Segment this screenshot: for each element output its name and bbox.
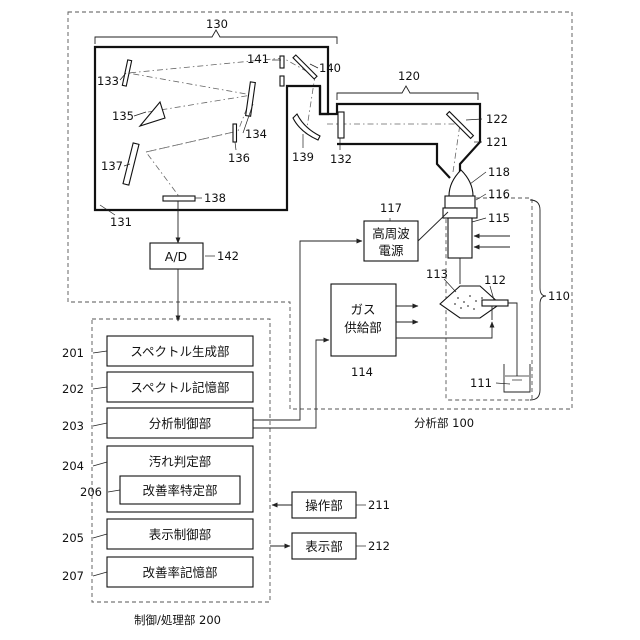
- slit-141-top: [280, 56, 284, 68]
- label-204: 204: [62, 459, 84, 473]
- slit-141-bottom: [280, 76, 284, 86]
- label-130: 130: [206, 17, 228, 31]
- label-114: 114: [351, 365, 373, 379]
- label-205: 205: [62, 531, 84, 545]
- torch-body-115: [448, 218, 472, 258]
- label-202: 202: [62, 382, 84, 396]
- label-110: 110: [548, 289, 570, 303]
- torch-ring: [443, 208, 477, 218]
- label-207: 207: [62, 569, 84, 583]
- gas-supply-line2: 供給部: [344, 320, 382, 335]
- analysis-ctrl-label: 分析制御部: [149, 416, 212, 431]
- label-137: 137: [101, 159, 123, 173]
- label-113: 113: [426, 267, 448, 281]
- improvement-id-label: 改善率特定部: [142, 483, 217, 498]
- label-212: 212: [368, 539, 390, 553]
- spectrometer-housing: [95, 47, 328, 210]
- mirror-140: [293, 55, 317, 79]
- label-136: 136: [228, 151, 250, 165]
- label-142: 142: [217, 249, 239, 263]
- ctrl-to-gas: [253, 340, 329, 428]
- prism-135: [140, 102, 165, 126]
- slit-136: [233, 124, 237, 142]
- hf-to-torch: [418, 212, 448, 241]
- mirror-139: [293, 114, 320, 140]
- gas-to-nebulizer: [396, 322, 492, 338]
- ad-converter-label: A/D: [165, 249, 187, 264]
- label-133: 133: [97, 74, 119, 88]
- hf-power-line2: 電源: [378, 243, 404, 258]
- brace-120: [337, 86, 478, 100]
- control-unit-caption: 制御/処理部 200: [134, 613, 221, 627]
- label-111: 111: [470, 376, 492, 390]
- label-139: 139: [292, 150, 314, 164]
- plasma-118: [449, 170, 473, 196]
- label-120: 120: [398, 69, 420, 83]
- detector-138: [163, 196, 195, 201]
- label-203: 203: [62, 419, 84, 433]
- display-label: 表示部: [305, 539, 343, 554]
- gas-supply-line1: ガス: [350, 302, 375, 317]
- label-211: 211: [368, 498, 390, 512]
- label-135: 135: [112, 109, 134, 123]
- display-ctrl-label: 表示制御部: [149, 527, 212, 542]
- label-206: 206: [80, 485, 102, 499]
- hf-power-line1: 高周波: [372, 226, 410, 241]
- window-132: [338, 112, 344, 138]
- analysis-unit-caption: 分析部 100: [414, 416, 474, 430]
- label-117: 117: [380, 201, 402, 215]
- label-131: 131: [110, 215, 132, 229]
- sample-line: [508, 303, 517, 376]
- label-140: 140: [319, 61, 341, 75]
- label-138: 138: [204, 191, 226, 205]
- label-118: 118: [488, 165, 510, 179]
- label-115: 115: [488, 211, 510, 225]
- contamination-label: 汚れ判定部: [149, 454, 212, 469]
- label-116: 116: [488, 187, 510, 201]
- nebulizer-112: [482, 300, 508, 306]
- mirror-122: [447, 112, 474, 139]
- label-141: 141: [247, 52, 269, 66]
- label-121: 121: [486, 135, 508, 149]
- label-122: 122: [486, 112, 508, 126]
- spectrum-store-label: スペクトル記憶部: [130, 380, 229, 395]
- spectrum-gen-label: スペクトル生成部: [130, 344, 229, 359]
- label-112: 112: [484, 273, 506, 287]
- operation-label: 操作部: [305, 498, 343, 513]
- improvement-store-label: 改善率記憶部: [142, 565, 217, 580]
- label-134: 134: [245, 127, 267, 141]
- light-guide-inner: [337, 144, 450, 178]
- torch-top-116: [445, 196, 475, 208]
- brace-130: [95, 30, 337, 44]
- grating-137: [123, 143, 139, 185]
- label-132: 132: [330, 152, 352, 166]
- label-201: 201: [62, 346, 84, 360]
